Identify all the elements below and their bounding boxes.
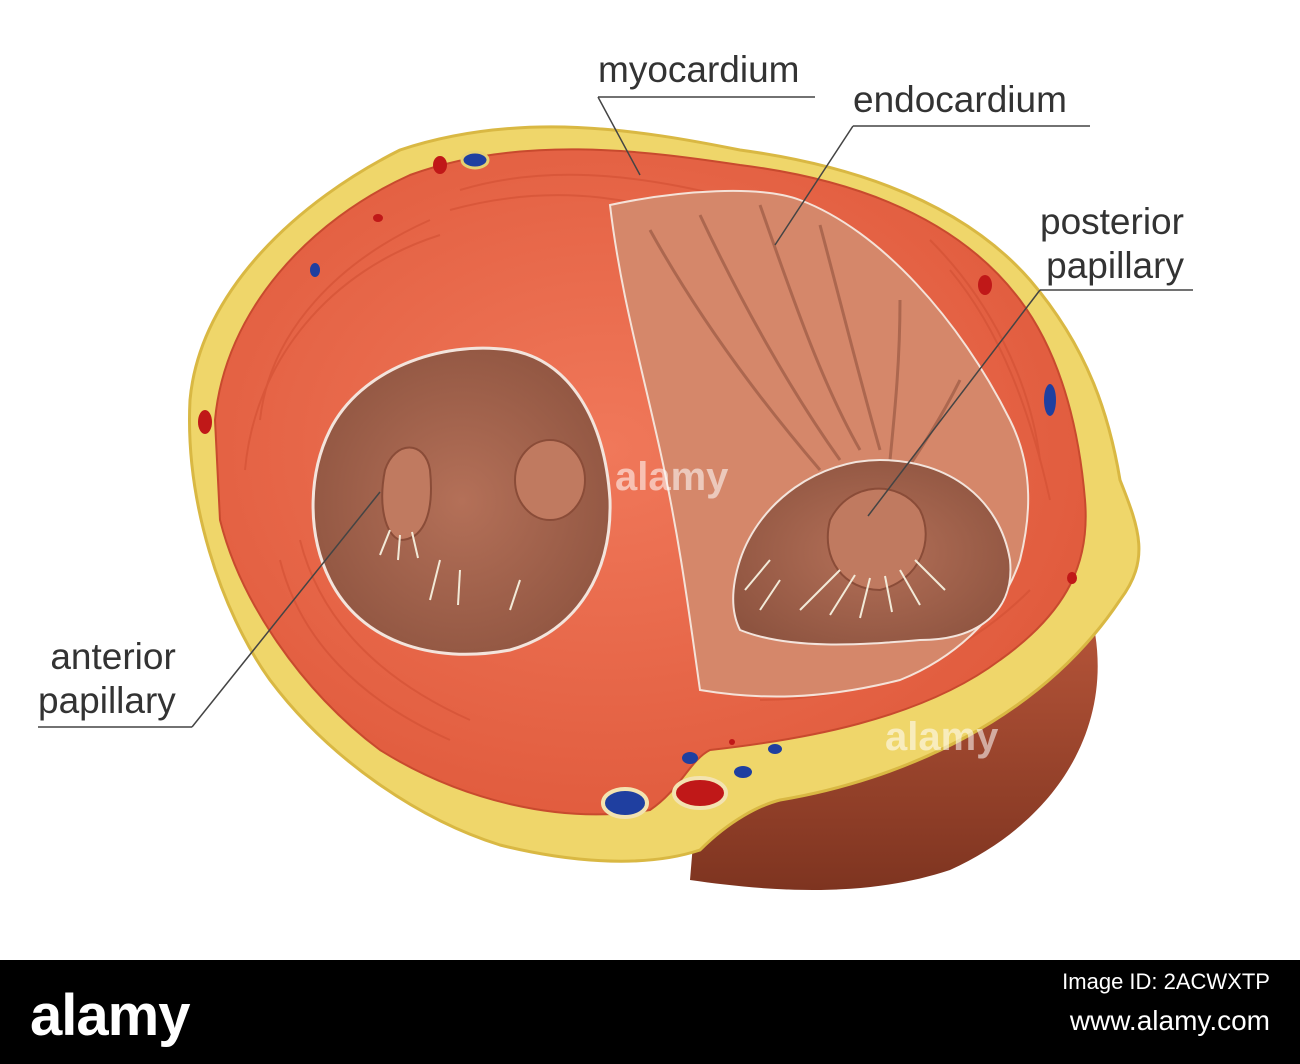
- endocardium-label: endocardium: [853, 79, 1067, 120]
- leader-myocardium-pointer: [597, 96, 641, 176]
- stock-footer-bar: alamy Image ID: 2ACWXTP www.alamy.com: [0, 960, 1300, 1064]
- posterior-papillary-label-line2: papillary: [1046, 245, 1184, 286]
- right-ventricle-cavity: [311, 346, 612, 656]
- coronary-vessels: [198, 150, 1077, 819]
- posterior-papillary-label: posterior papillary: [1040, 200, 1184, 288]
- leader-lines: [38, 96, 1193, 728]
- watermark: alamy: [615, 455, 729, 499]
- heart-cross-section-illustration: [38, 96, 1193, 890]
- leader-posterior-pointer: [867, 289, 1041, 517]
- chordae-tendineae: [379, 529, 946, 619]
- anterior-papillary-label: anterior papillary: [38, 635, 176, 723]
- leader-anterior-pointer: [191, 491, 381, 728]
- image-id-text: Image ID: 2ACWXTP: [1062, 969, 1270, 994]
- watermark: alamy: [885, 715, 999, 759]
- brand-logo: alamy: [30, 983, 190, 1048]
- anterior-papillary-label-line1: anterior: [50, 636, 176, 677]
- anterior-papillary-label-line2: papillary: [38, 680, 176, 721]
- myocardium-label: myocardium: [598, 49, 800, 90]
- leader-endocardium-pointer: [774, 125, 854, 246]
- posterior-papillary-label-line1: posterior: [1040, 201, 1184, 242]
- site-url-text: www.alamy.com: [1069, 1005, 1270, 1036]
